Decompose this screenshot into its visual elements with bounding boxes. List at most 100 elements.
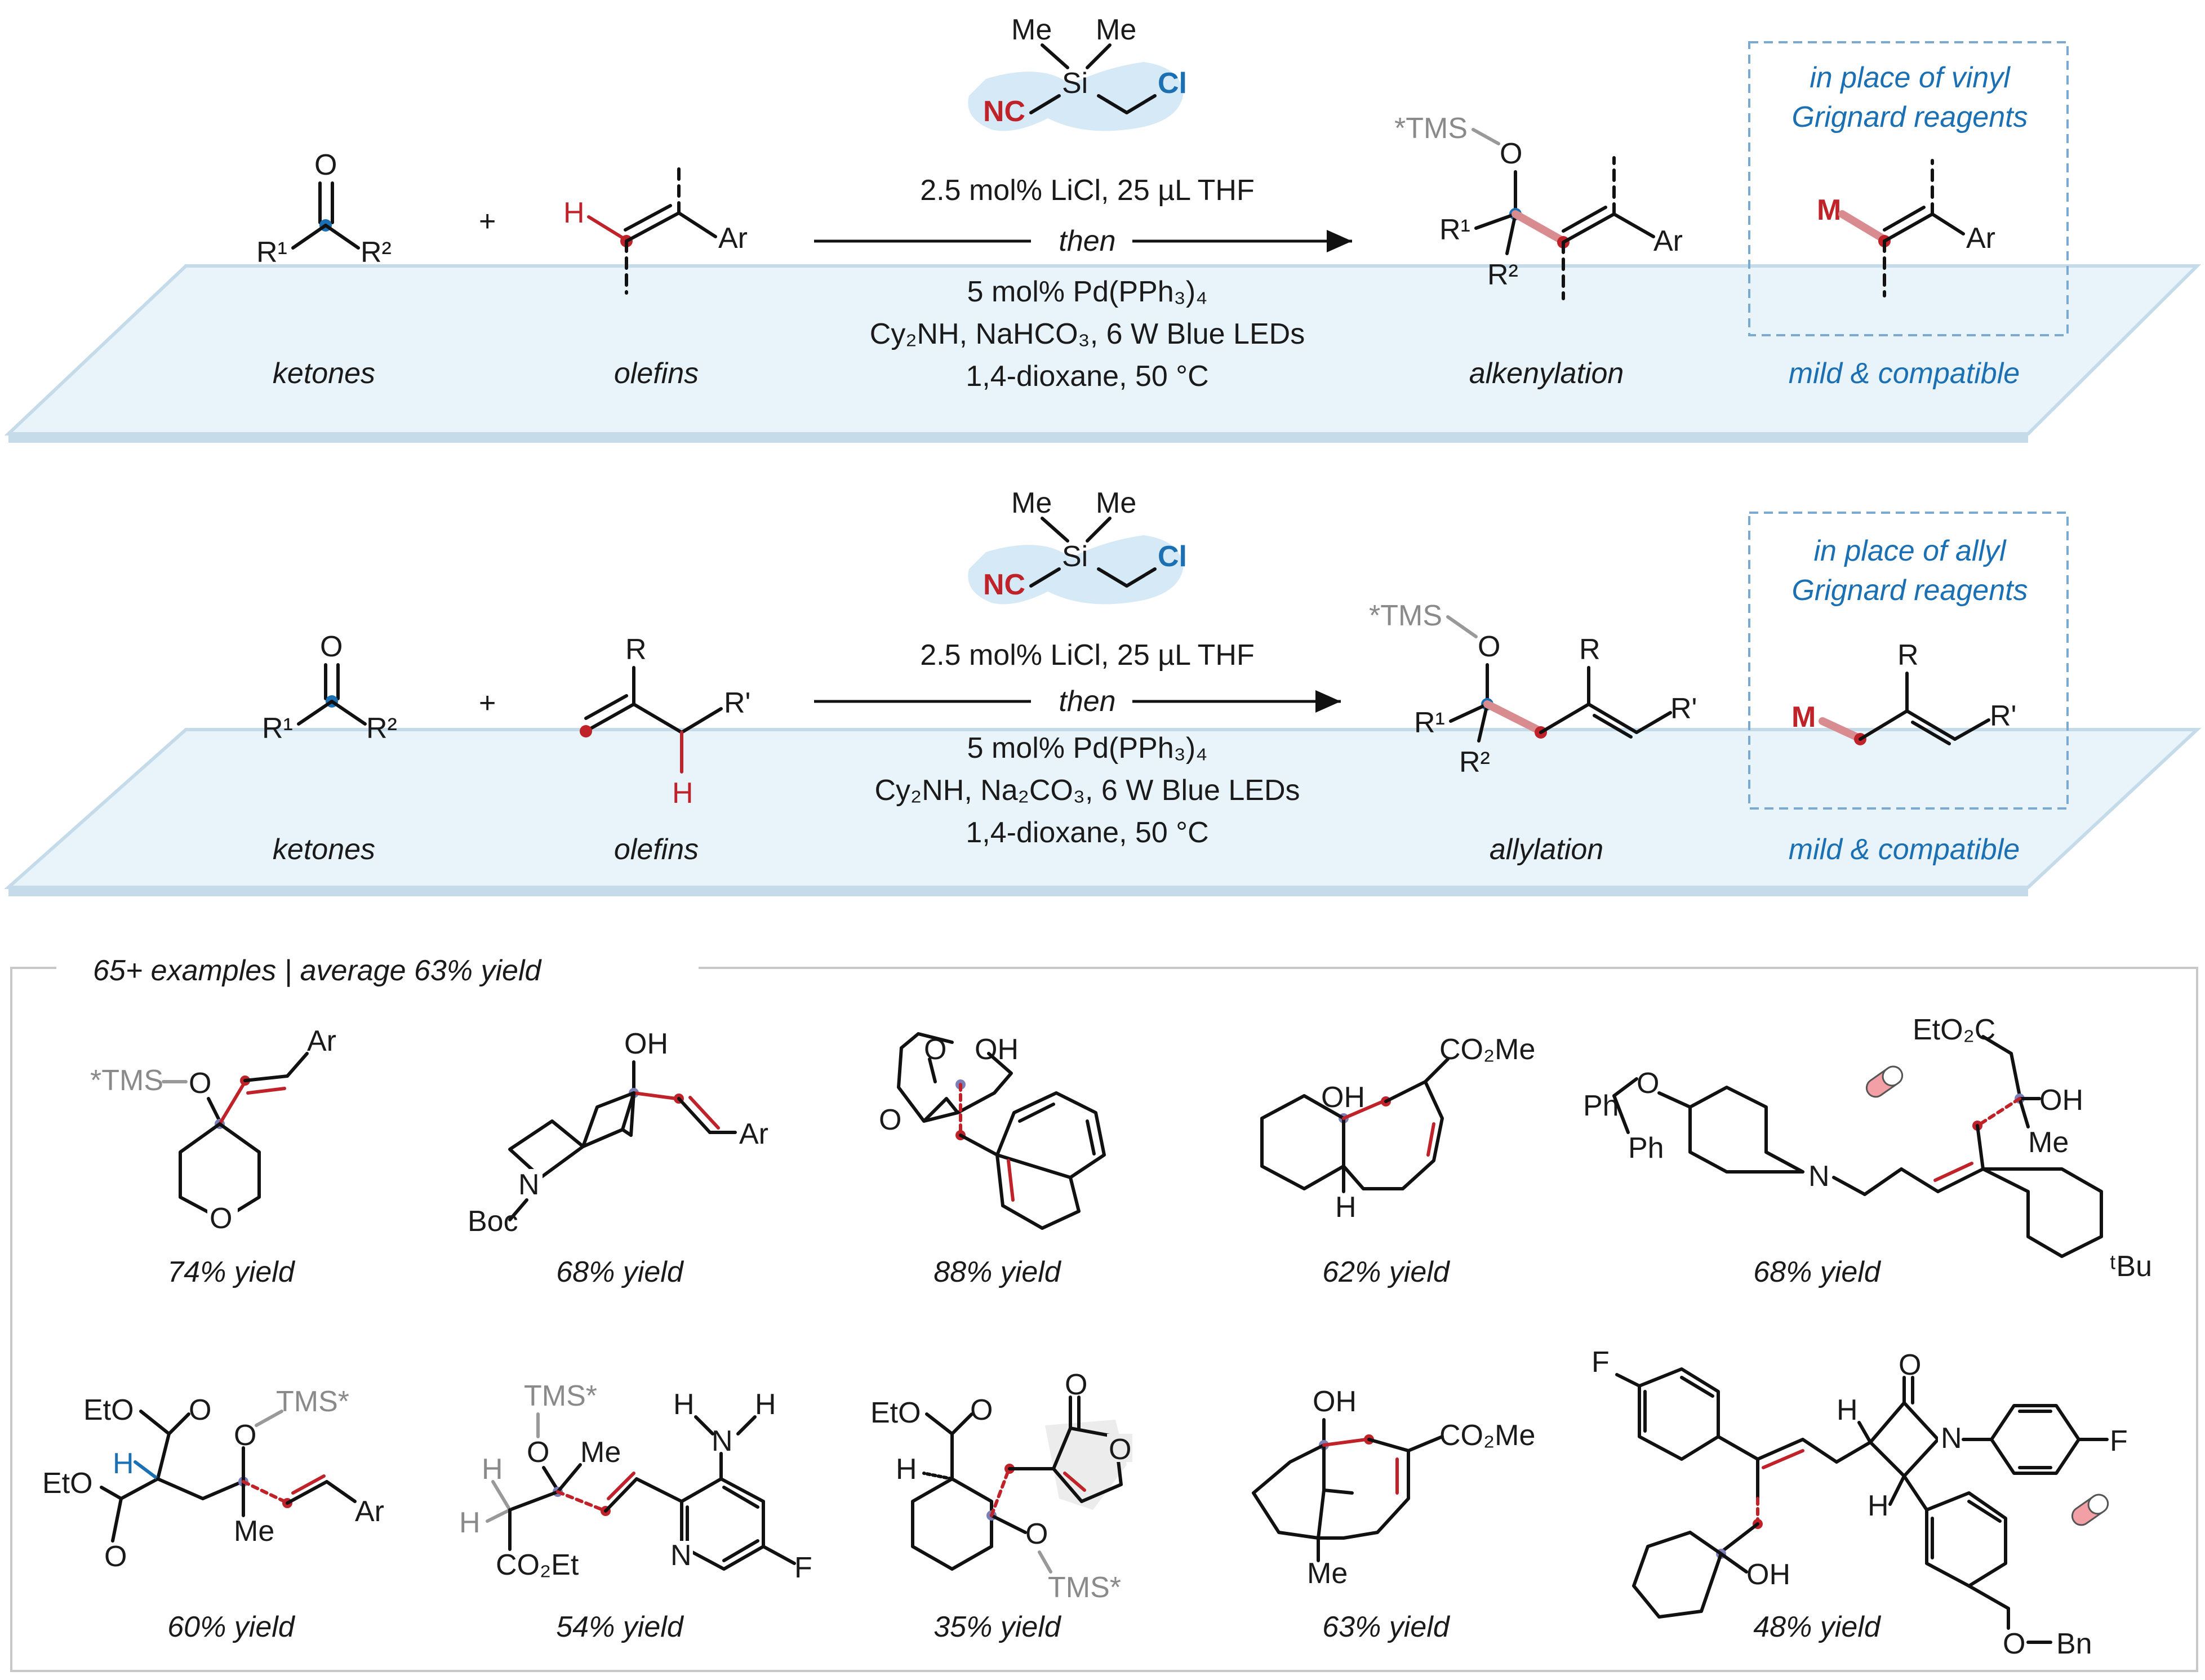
stage-2-platform-edge bbox=[8, 887, 2028, 896]
s9-co2me: CO₂Me bbox=[1439, 1419, 1535, 1452]
ketone-2: O R¹ R² ketones bbox=[262, 630, 397, 866]
s8-o3: O bbox=[1065, 1368, 1087, 1401]
s10-h1: H bbox=[1837, 1394, 1858, 1426]
reagent-1-si: Si bbox=[1062, 67, 1088, 100]
note-2-line1: in place of allyl bbox=[1813, 535, 2007, 567]
product-2-r: R bbox=[1579, 633, 1601, 666]
s2-ar: Ar bbox=[739, 1118, 768, 1150]
reagent-2-si: Si bbox=[1062, 540, 1088, 573]
scope-panel-border bbox=[10, 967, 2198, 1672]
plus-2: + bbox=[479, 687, 496, 719]
product-2: *TMS O R¹ R² R R' allylation bbox=[1369, 599, 1697, 866]
reagent-2: Me Me Si NC Cl bbox=[968, 487, 1187, 605]
s7-o: O bbox=[527, 1436, 549, 1469]
stage-1 bbox=[4, 264, 2202, 443]
reagent-2-nc: NC bbox=[983, 568, 1025, 601]
s8-o2: O bbox=[1025, 1518, 1048, 1550]
note-1-ar: Ar bbox=[1966, 222, 1995, 255]
product-1: *TMS O R¹ R² Ar alkenylation bbox=[1394, 112, 1683, 390]
s8-yield: 35% yield bbox=[933, 1611, 1062, 1643]
s10-oh: OH bbox=[1746, 1558, 1790, 1591]
stage-2 bbox=[4, 728, 2202, 896]
olefin-2-h: H bbox=[672, 777, 693, 810]
s3-yield: 88% yield bbox=[933, 1256, 1062, 1288]
pill-icon bbox=[2071, 1494, 2109, 1526]
s2-yield: 68% yield bbox=[556, 1256, 684, 1288]
s5-me: Me bbox=[2028, 1126, 2069, 1159]
s4-h: H bbox=[1335, 1191, 1357, 1224]
s7-h4: H bbox=[755, 1388, 776, 1421]
s9-me: Me bbox=[1307, 1557, 1348, 1590]
s5-tbu: ᵗBu bbox=[2110, 1250, 2152, 1283]
reagent-2-me1: Me bbox=[1011, 487, 1052, 519]
product-2-tms: *TMS bbox=[1369, 599, 1442, 632]
ketone-2-r1: R¹ bbox=[262, 712, 293, 745]
scope-compound-4: OH CO₂Me H 62% yield bbox=[1260, 1033, 1535, 1288]
s6-eto2: EtO bbox=[42, 1467, 93, 1500]
s10-o: O bbox=[1899, 1349, 1921, 1381]
note-1-line1: in place of vinyl bbox=[1810, 61, 2011, 94]
s9-oh: OH bbox=[1313, 1385, 1357, 1418]
s8-eto: EtO bbox=[870, 1397, 921, 1429]
conditions-1-line1: 2.5 mol% LiCl, 25 µL THF bbox=[920, 174, 1255, 207]
product-2-r1: R¹ bbox=[1414, 706, 1445, 739]
scope-compound-5: EtO₂C OH Me N O Ph Ph ᵗBu 68% yield bbox=[1583, 1014, 2152, 1288]
conditions-2-line3: Cy₂NH, Na₂CO₃, 6 W Blue LEDs bbox=[874, 774, 1300, 807]
conditions-2-line2: 5 mol% Pd(PPh₃)₄ bbox=[967, 732, 1208, 765]
s1-ar: Ar bbox=[307, 1025, 336, 1057]
s8-o4: O bbox=[1109, 1433, 1131, 1466]
s7-me: Me bbox=[580, 1436, 621, 1469]
reagent-1-cl: Cl bbox=[1158, 67, 1187, 100]
note-2-line2: Grignard reagents bbox=[1791, 574, 2028, 607]
note-2-rp: R' bbox=[1990, 700, 2016, 732]
s7-h2: H bbox=[459, 1506, 481, 1539]
s7-yield: 54% yield bbox=[556, 1611, 684, 1643]
conditions-1: 2.5 mol% LiCl, 25 µL THF then 5 mol% Pd(… bbox=[814, 174, 1352, 393]
reagent-1: Me Me Si NC Cl bbox=[968, 14, 1187, 131]
s7-f: F bbox=[794, 1552, 812, 1584]
s10-h2: H bbox=[1868, 1490, 1889, 1522]
note-1-caption: mild & compatible bbox=[1789, 357, 2020, 390]
s10-f2: F bbox=[2110, 1425, 2128, 1457]
s6-tms: TMS* bbox=[276, 1385, 349, 1418]
product-2-o: O bbox=[1478, 630, 1500, 663]
conditions-2-then: then bbox=[1059, 685, 1115, 718]
s10-bn: Bn bbox=[2056, 1628, 2092, 1660]
s7-h3: H bbox=[673, 1388, 695, 1421]
reagent-1-highlight bbox=[968, 62, 1183, 131]
s3-o2: O bbox=[879, 1104, 901, 1136]
s5-oh: OH bbox=[2039, 1084, 2083, 1117]
s5-n: N bbox=[1808, 1160, 1830, 1193]
s2-oh: OH bbox=[624, 1028, 668, 1060]
s7-n-ring: N bbox=[670, 1539, 692, 1572]
product-1-ar: Ar bbox=[1653, 225, 1683, 257]
ketone-1-r1: R¹ bbox=[256, 236, 287, 269]
ketone-2-o: O bbox=[320, 630, 343, 663]
reagent-1-nc: NC bbox=[983, 95, 1025, 128]
pill-icon bbox=[1865, 1065, 1904, 1098]
olefin-1-h: H bbox=[563, 197, 585, 229]
s7-n-amine: N bbox=[712, 1425, 733, 1457]
s1-tms: *TMS bbox=[90, 1064, 163, 1097]
note-2: in place of allyl Grignard reagents M R … bbox=[1748, 512, 2069, 866]
s5-etoc: EtO₂C bbox=[1913, 1014, 1995, 1046]
s10-f1: F bbox=[1591, 1346, 1610, 1379]
s6-yield: 60% yield bbox=[167, 1611, 296, 1643]
conditions-2-line4: 1,4-dioxane, 50 °C bbox=[966, 816, 1208, 849]
product-2-r2: R² bbox=[1459, 746, 1490, 779]
s8-tms: TMS* bbox=[1048, 1571, 1121, 1604]
ketone-1-caption: ketones bbox=[273, 357, 375, 390]
s4-co2me: CO₂Me bbox=[1439, 1033, 1535, 1066]
s5-ph2: Ph bbox=[1628, 1132, 1664, 1165]
olefin-2: R R' H olefins bbox=[580, 633, 750, 866]
s5-o: O bbox=[1637, 1067, 1659, 1100]
note-2-r: R bbox=[1897, 639, 1919, 672]
reagent-1-me2: Me bbox=[1096, 14, 1136, 46]
product-1-tms: *TMS bbox=[1394, 112, 1468, 145]
conditions-1-line3: Cy₂NH, NaHCO₃, 6 W Blue LEDs bbox=[870, 318, 1305, 350]
s6-o3: O bbox=[234, 1419, 256, 1452]
s6-ar: Ar bbox=[355, 1495, 384, 1528]
s5-yield: 68% yield bbox=[1753, 1256, 1882, 1288]
